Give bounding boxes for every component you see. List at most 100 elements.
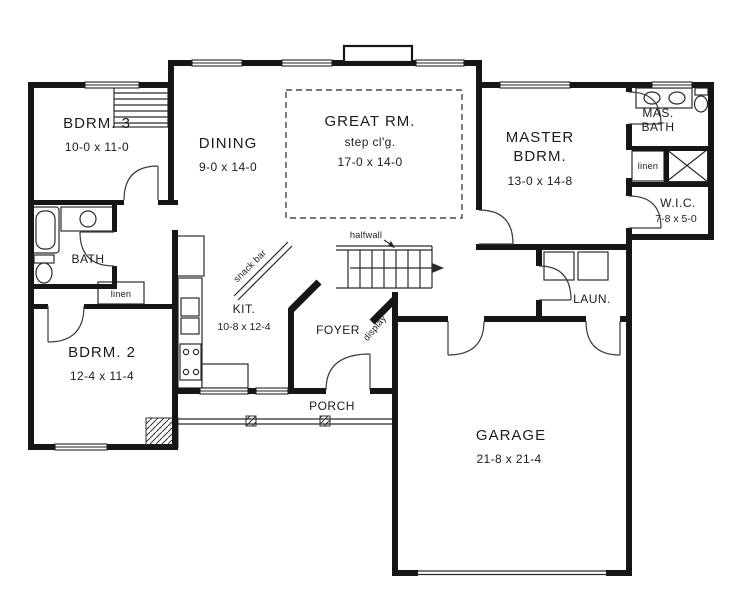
garage-wall <box>484 316 586 322</box>
porch-post <box>245 415 257 427</box>
kitchen-fixtures <box>175 235 293 389</box>
interior-wall <box>626 82 632 92</box>
interior-wall <box>288 308 294 388</box>
master-sink-2 <box>668 91 686 105</box>
door-swing <box>47 305 85 343</box>
label-great-room-ceiling: step cl'g. <box>345 135 396 149</box>
interior-wall <box>172 230 178 450</box>
doors <box>47 91 662 391</box>
interior-wall <box>158 200 178 205</box>
snack-bar-counter <box>233 241 293 301</box>
label-foyer: FOYER <box>316 323 360 337</box>
refrigerator <box>175 235 205 277</box>
exterior-wall <box>476 60 482 88</box>
dryer <box>577 251 609 281</box>
exterior-wall <box>626 234 714 240</box>
exterior-wall <box>248 388 256 394</box>
master-toilet-tank <box>694 87 709 96</box>
garage-wall <box>392 292 398 576</box>
toilet-icon <box>35 262 53 284</box>
interior-wall <box>28 200 124 205</box>
burner <box>192 348 200 356</box>
hall-bath-fixtures <box>31 206 114 284</box>
great-room-ceiling-outline <box>285 89 463 219</box>
porch-post <box>319 415 331 427</box>
label-mas-bath-1: MAS. <box>642 106 673 120</box>
label-bdrm2-size: 12-4 x 11-4 <box>70 369 134 383</box>
door-swing <box>538 265 572 301</box>
kitchen-counter-south <box>201 363 249 389</box>
label-great-room-size: 17-0 x 14-0 <box>337 155 402 169</box>
garage-door <box>418 570 606 576</box>
label-mas-bath-2: BATH <box>641 120 674 134</box>
door-swing <box>447 320 485 356</box>
door-swing <box>585 320 621 356</box>
door-swing <box>325 353 371 391</box>
laundry-appliances <box>543 251 609 281</box>
door-swing <box>628 91 662 125</box>
label-bdrm3-size: 10-0 x 11-0 <box>65 140 129 154</box>
bathtub-inner <box>35 210 56 250</box>
burner <box>192 368 200 376</box>
exterior-wall <box>288 388 326 394</box>
exterior-wall <box>168 60 174 88</box>
chimney <box>342 44 414 64</box>
label-linen-master: linen <box>638 161 658 171</box>
label-dining: DINING <box>199 135 258 152</box>
label-wic: W.I.C. <box>660 196 696 210</box>
door-swing <box>79 231 115 267</box>
interior-wall <box>626 124 632 150</box>
label-great-room: GREAT RM. <box>325 113 416 130</box>
exterior-wall <box>370 388 398 394</box>
interior-wall <box>28 304 48 309</box>
interior-wall <box>632 182 714 187</box>
label-dining-size: 9-0 x 14-0 <box>199 160 257 174</box>
exterior-wall <box>708 82 714 240</box>
porch-railing <box>178 418 392 425</box>
interior-wall <box>476 244 632 250</box>
exterior-wall <box>28 82 34 450</box>
door-swing <box>478 209 514 245</box>
burner <box>182 368 190 376</box>
label-master-size: 13-0 x 14-8 <box>507 174 572 188</box>
kitchen-angled-wall <box>288 279 322 313</box>
label-master-1: MASTER <box>506 129 575 146</box>
toilet-tank <box>33 254 55 264</box>
garage-wall <box>606 570 632 576</box>
interior-wall <box>626 228 632 240</box>
label-garage-size: 21-8 x 21-4 <box>476 452 541 466</box>
interior-wall <box>536 300 542 316</box>
interior-wall <box>28 284 117 289</box>
label-porch: PORCH <box>309 399 355 413</box>
shower-x <box>665 148 709 183</box>
label-bdrm2: BDRM. 2 <box>68 344 136 361</box>
interior-wall <box>476 82 482 210</box>
door-swing <box>123 165 159 201</box>
interior-wall <box>168 82 174 200</box>
master-toilet-icon <box>693 95 709 113</box>
range <box>179 343 202 381</box>
room-labels: BDRM. 3 10-0 x 11-0 DINING 9-0 x 14-0 GR… <box>63 106 697 466</box>
windows <box>54 59 693 451</box>
stair-treads <box>347 250 421 288</box>
closet-shelves <box>114 92 168 124</box>
garage-wall <box>392 316 448 322</box>
washer <box>543 251 575 281</box>
interior-wall <box>536 250 542 266</box>
label-laundry: LAUN. <box>573 292 611 306</box>
label-linen-hall: linen <box>111 289 131 299</box>
exterior-wall <box>626 234 632 576</box>
burner <box>182 348 190 356</box>
master-sink-1 <box>643 91 661 105</box>
label-garage: GARAGE <box>476 427 546 444</box>
exterior-wall <box>172 388 200 394</box>
label-bath: BATH <box>71 252 104 266</box>
label-master-2: BDRM. <box>513 148 566 165</box>
label-halfwall: halfwall <box>350 230 382 240</box>
halfwall-pointer-arrow-icon <box>388 241 395 248</box>
bath-sink <box>79 210 97 228</box>
interior-wall <box>84 304 178 309</box>
door-swing <box>628 195 662 229</box>
